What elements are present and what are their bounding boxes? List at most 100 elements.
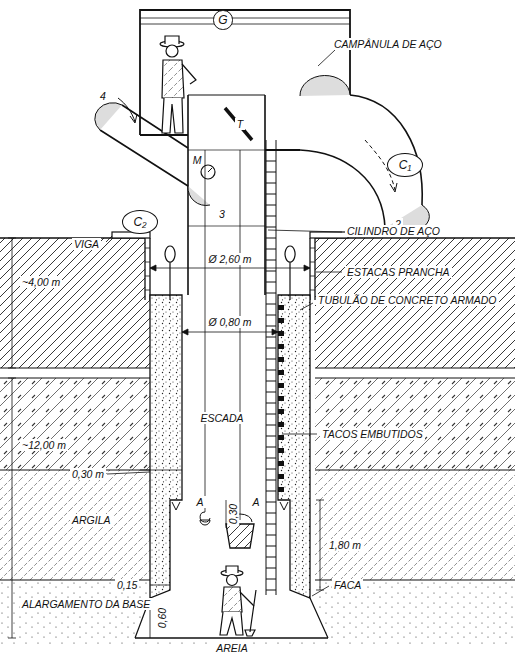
callout-circle: C₁ bbox=[387, 153, 423, 177]
part-label: VIGA bbox=[72, 238, 101, 250]
excavation-bucket bbox=[226, 524, 254, 548]
worker-figure bbox=[220, 566, 256, 636]
pressure-gauge bbox=[201, 165, 215, 179]
chamber-floor bbox=[140, 134, 188, 136]
embedded-block bbox=[278, 331, 284, 336]
embedded-block bbox=[278, 357, 284, 362]
part-label: TACOS EMBUTIDOS bbox=[320, 428, 425, 440]
ladder-rung bbox=[266, 304, 276, 305]
ladder-rung bbox=[266, 469, 276, 470]
air-lock-pipe bbox=[300, 150, 385, 228]
embedded-block bbox=[278, 474, 284, 479]
concrete-wall bbox=[150, 295, 182, 598]
callout-text: G bbox=[218, 13, 227, 27]
part-label: TUBULÃO DE CONCRETO ARMADO bbox=[316, 294, 499, 306]
ladder-rung bbox=[266, 348, 276, 349]
ladder-rung bbox=[266, 359, 276, 360]
ladder-rung bbox=[266, 227, 276, 228]
embedded-block bbox=[278, 344, 284, 349]
flap-door bbox=[300, 75, 350, 96]
part-label: M bbox=[191, 154, 204, 166]
steel-cylinder bbox=[188, 95, 265, 295]
base-bottom bbox=[135, 637, 328, 638]
ladder-rung bbox=[266, 568, 276, 569]
ladder-rung bbox=[266, 480, 276, 481]
ladder-rung bbox=[266, 414, 276, 415]
ladder bbox=[266, 140, 276, 595]
embedded-block bbox=[278, 396, 284, 401]
beam bbox=[310, 232, 348, 238]
flow-arrow bbox=[118, 98, 137, 123]
chamber-band bbox=[140, 18, 350, 24]
part-label: 0,30 bbox=[227, 502, 239, 526]
part-label: ARGILA bbox=[70, 514, 113, 526]
callout-circle: C₂ bbox=[122, 210, 158, 234]
part-label: 0,60 bbox=[156, 606, 168, 630]
part-label: A bbox=[194, 496, 205, 508]
ladder-rung bbox=[266, 337, 276, 338]
part-label: FACA bbox=[332, 579, 363, 591]
part-label: 0,15 bbox=[115, 579, 139, 591]
embedded-block bbox=[278, 318, 284, 323]
embedded-block bbox=[278, 370, 284, 375]
part-label: 4 bbox=[98, 90, 108, 102]
ladder-rung bbox=[266, 370, 276, 371]
part-label: ESCADA bbox=[198, 412, 245, 424]
chamber-floor bbox=[265, 149, 300, 151]
hoist-cable bbox=[205, 150, 240, 520]
tube-top bbox=[188, 95, 265, 96]
concrete-wall bbox=[278, 295, 310, 598]
part-label: 1,80 m bbox=[327, 539, 363, 551]
leader-line bbox=[106, 50, 342, 596]
part-label: Ø 2,60 m bbox=[206, 253, 253, 265]
ladder-rung bbox=[266, 579, 276, 580]
ladder-rung bbox=[266, 425, 276, 426]
ladder-rung bbox=[266, 403, 276, 404]
embedded-blocks bbox=[278, 305, 284, 492]
cylinder-joint bbox=[188, 150, 265, 226]
ladder-rung bbox=[266, 150, 276, 151]
ladder-rung bbox=[266, 557, 276, 558]
ladder-rung bbox=[266, 381, 276, 382]
part-label: 3 bbox=[217, 208, 227, 220]
sheet-pile bbox=[145, 238, 315, 300]
ladder-rung bbox=[266, 293, 276, 294]
part-label: ALARGAMENTO DA BASE bbox=[20, 598, 152, 610]
part-label: ~4,00 m bbox=[20, 276, 62, 288]
ladder-rung bbox=[266, 183, 276, 184]
part-label: Ø 0,80 m bbox=[206, 316, 253, 328]
ladder-rung bbox=[266, 513, 276, 514]
ladder-rung bbox=[266, 447, 276, 448]
ladder-rung bbox=[266, 491, 276, 492]
ladder-rung bbox=[266, 458, 276, 459]
ladder-rung bbox=[266, 315, 276, 316]
ladder-rung bbox=[266, 172, 276, 173]
ladder-rung bbox=[266, 282, 276, 283]
hatch-door bbox=[225, 108, 252, 140]
embedded-block bbox=[278, 448, 284, 453]
hook bbox=[200, 512, 210, 525]
gauge-needle bbox=[208, 168, 212, 172]
embedded-block bbox=[278, 461, 284, 466]
ladder-rung bbox=[266, 524, 276, 525]
part-label: ~12,00 m bbox=[20, 439, 68, 451]
part-label: CAMPÂNULA DE AÇO bbox=[332, 38, 444, 50]
callout-circle: G bbox=[213, 10, 232, 29]
ladder-rung bbox=[266, 249, 276, 250]
flap-door bbox=[188, 186, 210, 205]
ladder-rung bbox=[266, 392, 276, 393]
ladder-rung bbox=[266, 260, 276, 261]
part-label: CILINDRO DE AÇO bbox=[345, 225, 442, 237]
shaft-void bbox=[135, 238, 328, 638]
embedded-block bbox=[278, 435, 284, 440]
ladder-rung bbox=[266, 194, 276, 195]
part-label: 0,30 m bbox=[70, 468, 106, 480]
callout-text: C₂ bbox=[133, 215, 146, 229]
ladder-rung bbox=[266, 502, 276, 503]
embedded-block bbox=[278, 305, 284, 310]
callout-text: C₁ bbox=[399, 158, 411, 172]
ladder-rung bbox=[266, 271, 276, 272]
embedded-block bbox=[278, 409, 284, 414]
part-label: T bbox=[235, 118, 245, 130]
